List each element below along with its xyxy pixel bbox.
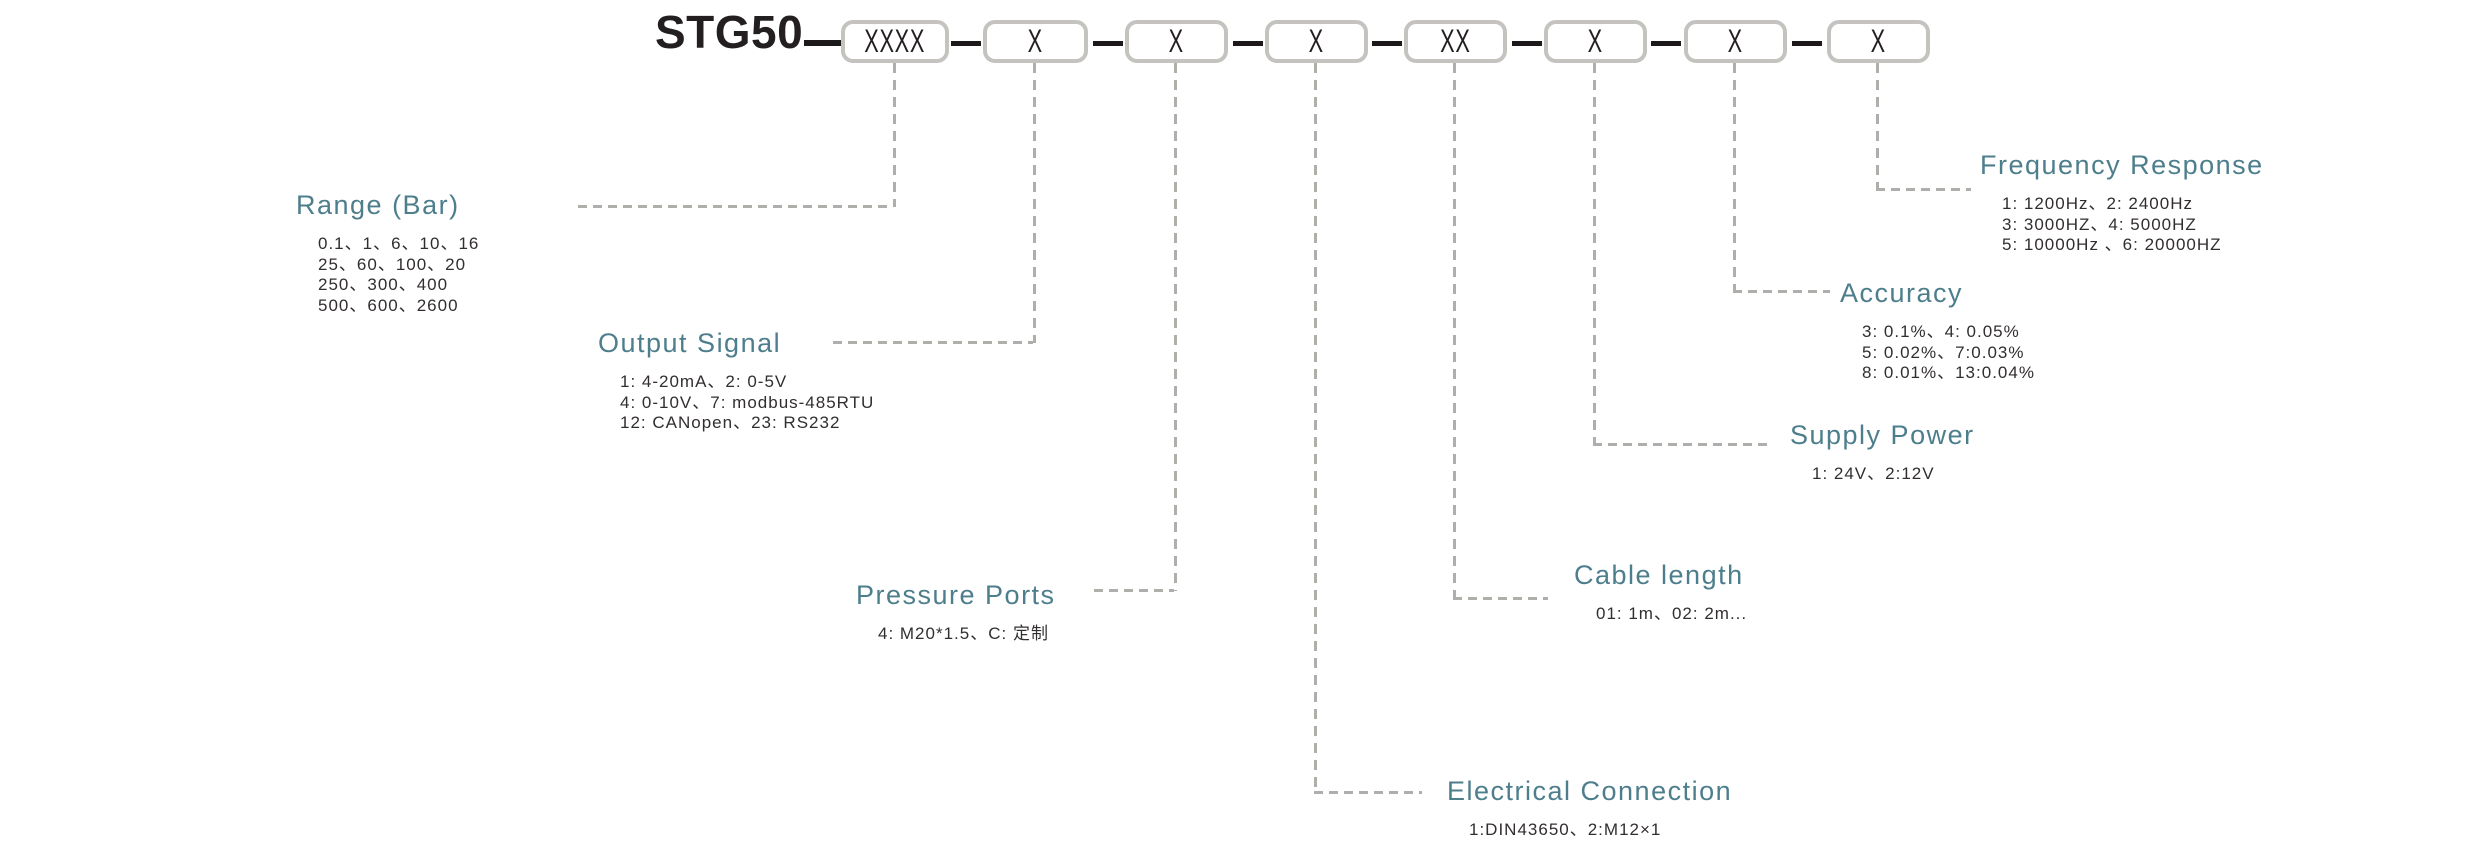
code-dash-6 [1651,41,1681,46]
code-box-cable-length: XX [1404,20,1507,63]
code-dash-4 [1372,41,1402,46]
connector-accuracy-vertical [1733,63,1736,291]
connector-frequency-response-vertical [1876,63,1879,189]
option-line: 8: 0.01%、13:0.04% [1862,363,2035,382]
code-box-frequency-response-label: X [1870,23,1887,59]
segment-supply-power-options: 1: 24V、2:12V [1812,464,1975,485]
code-box-output-signal-label: X [1027,23,1044,59]
option-line: 0.1、1、6、10、16 [318,234,480,253]
connector-pressure-ports-vertical [1174,63,1177,591]
connector-cable-length-vertical [1453,63,1456,598]
segment-range: Range (Bar) 0.1、1、6、10、16 25、60、100、20 2… [296,190,479,316]
code-box-range-label: XXXX [864,23,926,59]
code-box-electrical-connection: X [1265,20,1368,63]
code-box-electrical-connection-label: X [1308,23,1325,59]
connector-supply-power-vertical [1593,63,1596,444]
segment-pressure-ports: Pressure Ports 4: M20*1.5、C: 定制 [856,580,1056,645]
segment-frequency-response-title: Frequency Response [1980,150,2264,180]
connector-output-signal-horizontal [833,341,1033,344]
segment-range-options: 0.1、1、6、10、16 25、60、100、20 250、300、400 5… [318,234,479,316]
segment-pressure-ports-options: 4: M20*1.5、C: 定制 [878,624,1056,645]
connector-pressure-ports-horizontal [1094,589,1174,592]
code-dash-7 [1792,41,1822,46]
option-line: 1:DIN43650、2:M12×1 [1469,820,1662,839]
option-line: 3: 3000HZ、4: 5000HZ [2002,214,2197,234]
connector-cable-length-horizontal [1453,597,1548,600]
connector-supply-power-horizontal [1593,443,1768,446]
segment-cable-length-title: Cable length [1574,560,1744,590]
segment-range-title: Range (Bar) [296,190,460,220]
code-box-cable-length-label: XX [1440,23,1471,59]
segment-pressure-ports-title: Pressure Ports [856,580,1056,610]
code-box-output-signal: X [983,20,1088,63]
code-dash-3 [1233,41,1263,46]
code-box-frequency-response: X [1827,20,1930,63]
model-prefix: STG50 [655,6,804,58]
segment-output-signal: Output Signal 1: 4-20mA、2: 0-5V 4: 0-10V… [598,328,874,434]
code-dash-2 [1093,41,1123,46]
code-box-accuracy: X [1684,20,1787,63]
segment-output-signal-options: 1: 4-20mA、2: 0-5V 4: 0-10V、7: modbus-485… [620,372,874,434]
connector-range-vertical [893,63,896,207]
option-line: 1: 1200Hz、2: 2400Hz [2002,194,2193,213]
code-dash-1 [951,41,981,46]
option-line: 4: M20*1.5、C: 定制 [878,624,1049,643]
connector-electrical-connection-vertical [1314,63,1317,792]
option-line: 4: 0-10V、7: modbus-485RTU [620,392,875,412]
code-box-supply-power-label: X [1587,23,1604,59]
connector-frequency-response-horizontal [1876,188,1971,191]
connector-output-signal-vertical [1033,63,1036,343]
connector-accuracy-horizontal [1733,290,1830,293]
option-line: 1: 4-20mA、2: 0-5V [620,372,788,391]
segment-accuracy: Accuracy 3: 0.1%、4: 0.05% 5: 0.02%、7:0.0… [1840,278,2035,384]
connector-range-horizontal [578,205,893,208]
option-line: 500、600、2600 [318,295,459,315]
segment-accuracy-options: 3: 0.1%、4: 0.05% 5: 0.02%、7:0.03% 8: 0.0… [1862,322,2035,384]
code-box-pressure-ports-label: X [1168,23,1185,59]
option-line: 01: 1m、02: 2m... [1596,604,1748,623]
code-box-range: XXXX [841,20,949,63]
code-box-pressure-ports: X [1125,20,1228,63]
code-box-supply-power: X [1544,20,1647,63]
code-dash-5 [1512,41,1542,46]
option-line: 5: 10000Hz 、6: 20000HZ [2002,235,2222,254]
option-line: 250、300、400 [318,275,449,294]
segment-accuracy-title: Accuracy [1840,278,1964,308]
option-line: 12: CANopen、23: RS232 [620,413,841,432]
segment-cable-length-options: 01: 1m、02: 2m... [1596,604,1747,625]
option-line: 1: 24V、2:12V [1812,464,1935,483]
segment-electrical-connection-options: 1:DIN43650、2:M12×1 [1469,820,1732,841]
segment-output-signal-title: Output Signal [598,328,782,358]
connector-electrical-connection-horizontal [1314,791,1422,794]
code-dash-prefix [804,40,842,46]
segment-electrical-connection: Electrical Connection 1:DIN43650、2:M12×1 [1447,776,1732,841]
segment-supply-power: Supply Power 1: 24V、2:12V [1790,420,1975,485]
segment-cable-length: Cable length 01: 1m、02: 2m... [1574,560,1747,625]
segment-frequency-response: Frequency Response 1: 1200Hz、2: 2400Hz 3… [1980,150,2264,256]
option-line: 25、60、100、20 [318,254,467,274]
option-line: 3: 0.1%、4: 0.05% [1862,322,2020,341]
code-box-accuracy-label: X [1727,23,1744,59]
segment-supply-power-title: Supply Power [1790,420,1975,450]
option-line: 5: 0.02%、7:0.03% [1862,342,2025,362]
segment-electrical-connection-title: Electrical Connection [1447,776,1733,806]
segment-frequency-response-options: 1: 1200Hz、2: 2400Hz 3: 3000HZ、4: 5000HZ … [2002,194,2264,256]
